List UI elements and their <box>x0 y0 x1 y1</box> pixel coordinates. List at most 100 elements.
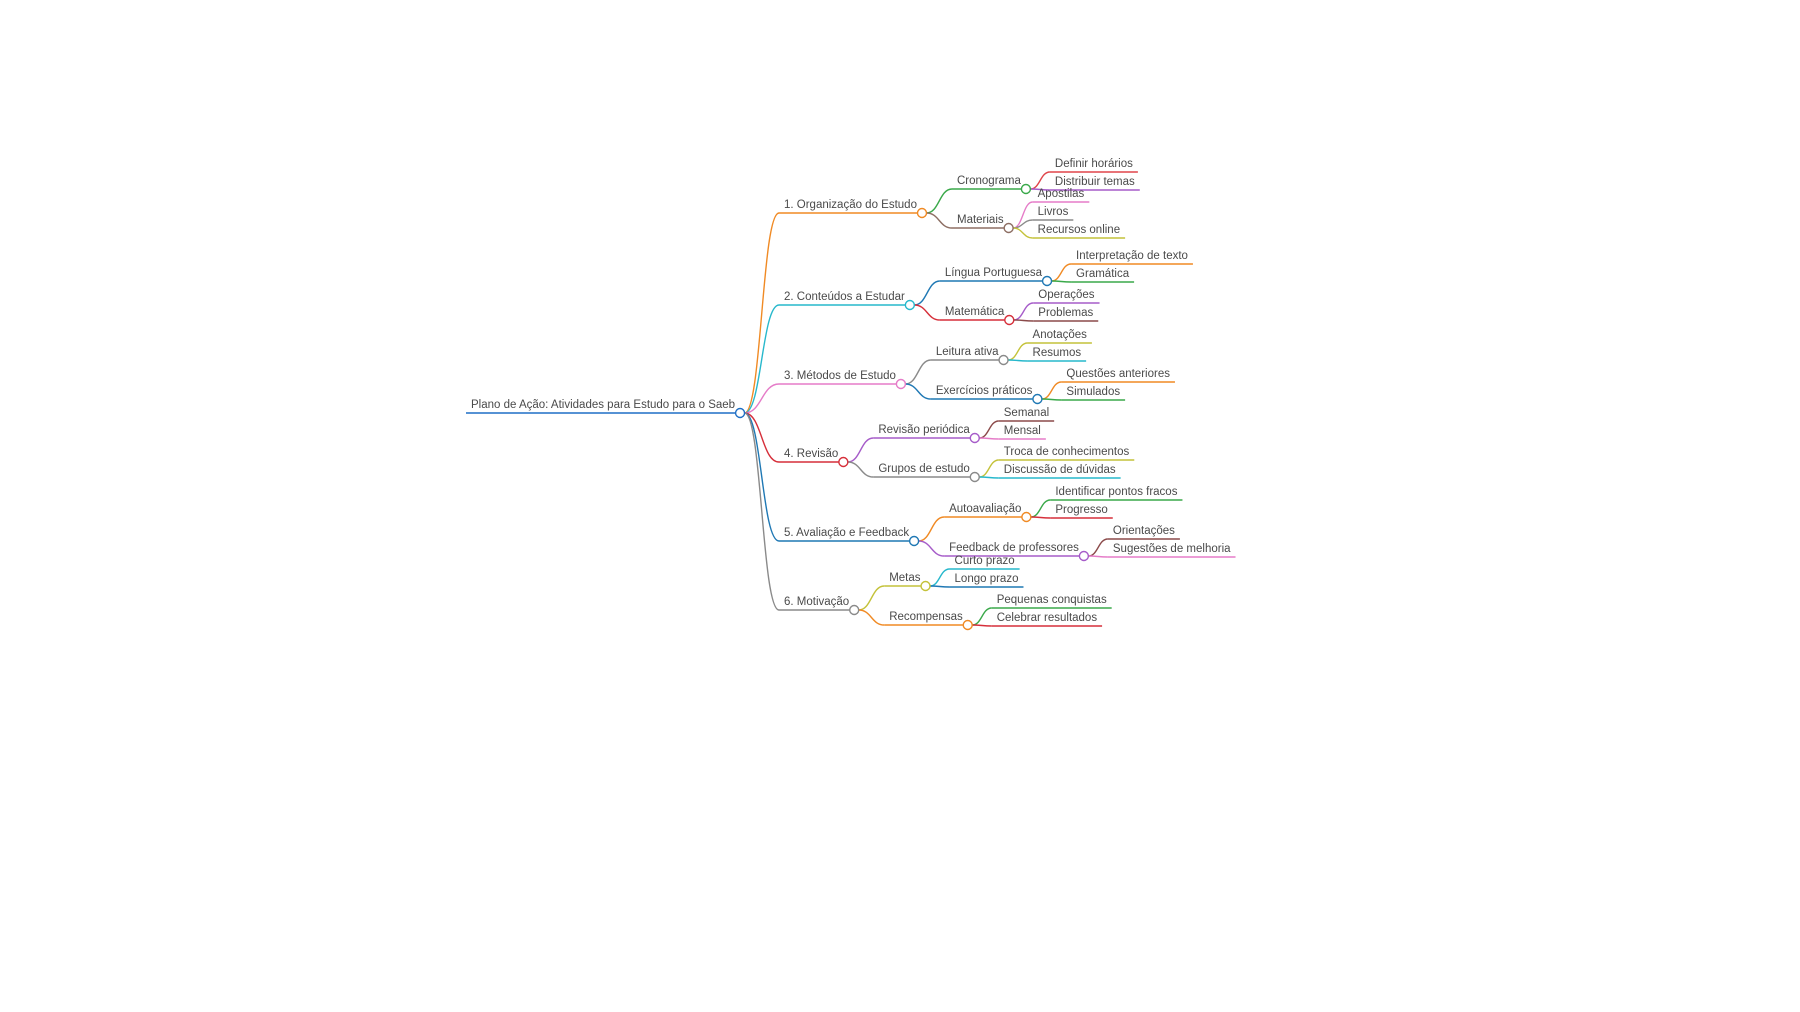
connector-leaf <box>1030 171 1051 190</box>
subbranch-node[interactable]: Leitura ativa <box>930 346 1009 366</box>
connector-leaf <box>979 437 999 440</box>
branch-node[interactable]: 2. Conteúdos a Estudar <box>779 291 916 311</box>
subbranch-node[interactable]: Feedback de professores <box>944 542 1090 562</box>
connector-subbranch <box>905 359 932 385</box>
subbranch-node[interactable]: Recompensas <box>884 611 973 631</box>
subbranch-node[interactable]: Materiais <box>951 214 1014 234</box>
subbranch-node-collapse-handle[interactable] <box>998 354 1009 366</box>
subbranch-node-label: Exercícios práticos <box>936 385 1033 397</box>
branch-node[interactable]: 5. Avaliação e Feedback <box>779 527 920 547</box>
leaf-node[interactable]: Questões anteriores <box>1061 368 1175 383</box>
branch-node-collapse-handle[interactable] <box>838 456 849 468</box>
subbranch-node[interactable]: Língua Portuguesa <box>939 267 1053 287</box>
leaf-node[interactable]: Identificar pontos fracos <box>1050 486 1183 501</box>
connector-leaf <box>1030 516 1051 519</box>
connector-branch-5 <box>744 412 780 542</box>
branch-node-collapse-handle[interactable] <box>904 299 916 311</box>
leaf-node[interactable]: Mensal <box>998 425 1046 440</box>
connector-subbranch <box>914 304 940 321</box>
connector-leaf <box>929 568 950 587</box>
leaf-node-label: Simulados <box>1066 386 1120 398</box>
subbranch-node[interactable]: Grupos de estudo <box>873 463 980 483</box>
connector-leaf <box>1051 263 1072 282</box>
connector-subbranch <box>918 516 945 542</box>
leaf-node[interactable]: Operações <box>1033 289 1100 304</box>
root-node[interactable]: Plano de Ação: Atividades para Estudo pa… <box>466 399 746 419</box>
subbranch-node-collapse-handle[interactable] <box>1020 183 1032 195</box>
subbranch-node-label: Leitura ativa <box>936 346 999 358</box>
leaf-node-label: Sugestões de melhoria <box>1113 543 1231 555</box>
connector-subbranch <box>918 540 945 557</box>
leaf-node[interactable]: Anotações <box>1027 329 1092 344</box>
subbranch-node-label: Língua Portuguesa <box>945 267 1043 279</box>
leaf-node[interactable]: Progresso <box>1050 504 1113 519</box>
branch-node-collapse-handle[interactable] <box>849 604 860 616</box>
subbranch-node-label: Cronograma <box>957 175 1022 187</box>
subbranch-node-label: Revisão periódica <box>878 424 970 436</box>
subbranch-node-collapse-handle[interactable] <box>1003 222 1014 234</box>
leaf-node[interactable]: Distribuir temas <box>1049 176 1140 191</box>
subbranch-node[interactable]: Revisão periódica <box>873 424 980 444</box>
leaf-node[interactable]: Longo prazo <box>949 573 1024 588</box>
subbranch-node-label: Grupos de estudo <box>878 463 969 475</box>
subbranch-node[interactable]: Cronograma <box>951 175 1032 195</box>
leaf-node-label: Problemas <box>1038 307 1093 319</box>
branch-node[interactable]: 6. Motivação <box>779 596 860 616</box>
leaf-node[interactable]: Celebrar resultados <box>991 612 1103 627</box>
leaf-node-label: Progresso <box>1055 504 1107 516</box>
branch-node-label: 1. Organização do Estudo <box>784 199 917 211</box>
leaf-node[interactable]: Semanal <box>998 407 1055 422</box>
connector-subbranch <box>905 383 931 400</box>
leaf-node[interactable]: Resumos <box>1027 347 1087 362</box>
leaf-node-label: Curto prazo <box>955 555 1015 567</box>
subbranch-node-collapse-handle[interactable] <box>969 432 980 444</box>
subbranch-node[interactable]: Exercícios práticos <box>930 385 1043 405</box>
leaf-node-label: Livros <box>1038 206 1069 218</box>
subbranch-node-collapse-handle[interactable] <box>962 619 973 631</box>
subbranch-node-collapse-handle[interactable] <box>1032 393 1043 405</box>
connector-subbranch <box>847 461 874 478</box>
subbranch-node[interactable]: Metas <box>884 572 931 592</box>
leaf-node[interactable]: Recursos online <box>1032 224 1126 239</box>
subbranch-node-label: Autoavaliação <box>949 503 1021 515</box>
leaf-node[interactable]: Troca de conhecimentos <box>998 446 1135 461</box>
leaf-node[interactable]: Discussão de dúvidas <box>998 464 1121 479</box>
subbranch-node-collapse-handle[interactable] <box>1021 511 1032 523</box>
leaf-node[interactable]: Pequenas conquistas <box>991 594 1112 609</box>
subbranch-node-collapse-handle[interactable] <box>920 580 931 592</box>
subbranch-node-collapse-handle[interactable] <box>969 471 980 483</box>
branch-node[interactable]: 3. Métodos de Estudo <box>779 370 907 390</box>
branch-node[interactable]: 4. Revisão <box>779 448 849 468</box>
leaf-node-label: Anotações <box>1033 329 1088 341</box>
root-node-collapse-handle[interactable] <box>734 407 746 419</box>
leaf-node[interactable]: Orientações <box>1107 525 1180 540</box>
leaf-node[interactable]: Livros <box>1032 206 1074 221</box>
branch-node[interactable]: 1. Organização do Estudo <box>779 199 928 219</box>
branch-node-collapse-handle[interactable] <box>895 378 907 390</box>
leaf-node-label: Discussão de dúvidas <box>1004 464 1116 476</box>
branch-node-collapse-handle[interactable] <box>916 207 928 219</box>
leaf-node[interactable]: Apostilas <box>1032 188 1090 203</box>
subbranch-node-collapse-handle[interactable] <box>1041 275 1053 287</box>
leaf-node-label: Mensal <box>1004 425 1041 437</box>
connector-branch-3 <box>744 383 780 414</box>
subbranch-node[interactable]: Matemática <box>939 306 1015 326</box>
node-layer: Plano de Ação: Atividades para Estudo pa… <box>466 158 1236 631</box>
leaf-node[interactable]: Curto prazo <box>949 555 1020 570</box>
subbranch-node-collapse-handle[interactable] <box>1004 314 1015 326</box>
connector-leaf <box>979 476 999 479</box>
leaf-node-label: Definir horários <box>1055 158 1133 170</box>
branch-node-collapse-handle[interactable] <box>908 535 920 547</box>
leaf-node[interactable]: Sugestões de melhoria <box>1107 543 1236 558</box>
connector-branch-1 <box>744 212 780 414</box>
leaf-node[interactable]: Problemas <box>1033 307 1099 322</box>
leaf-node[interactable]: Definir horários <box>1049 158 1138 173</box>
leaf-node-label: Interpretação de texto <box>1076 250 1188 262</box>
subbranch-node[interactable]: Autoavaliação <box>944 503 1032 523</box>
leaf-node-label: Orientações <box>1113 525 1175 537</box>
subbranch-node-collapse-handle[interactable] <box>1078 550 1090 562</box>
leaf-node[interactable]: Interpretação de texto <box>1071 250 1193 265</box>
connector-leaf <box>930 585 950 588</box>
leaf-node[interactable]: Gramática <box>1071 268 1135 283</box>
leaf-node[interactable]: Simulados <box>1061 386 1126 401</box>
